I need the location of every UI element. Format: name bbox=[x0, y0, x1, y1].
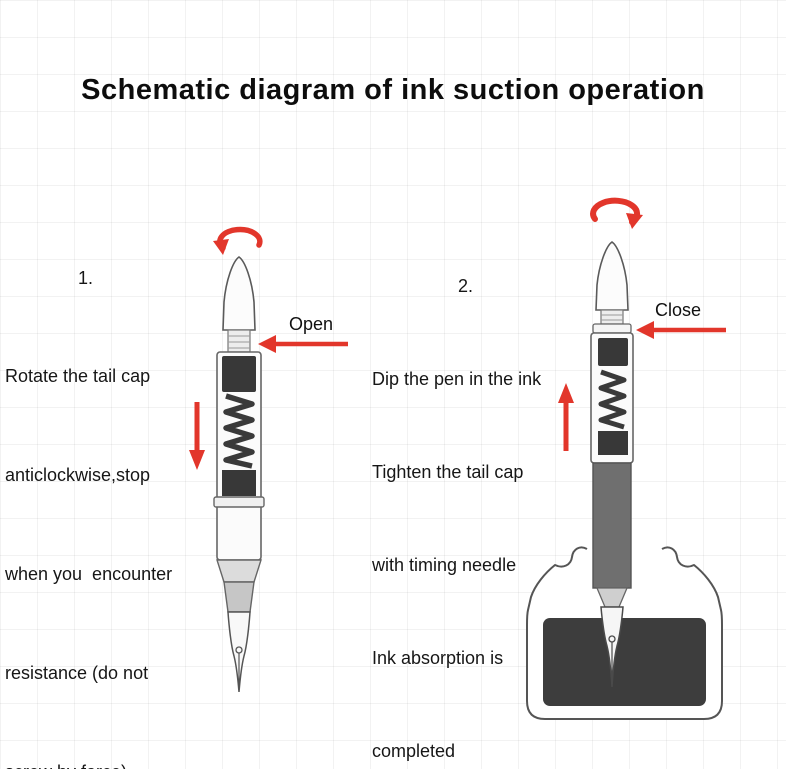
close-arrow-left-icon bbox=[636, 320, 728, 340]
step2-line: with timing needle bbox=[372, 555, 517, 575]
step2-text: Dip the pen in the ink Tighten the tail … bbox=[372, 302, 541, 769]
open-arrow-left-icon bbox=[258, 334, 350, 354]
step2-line: Ink absorption is bbox=[372, 648, 504, 668]
pen-in-ink-bottle-illustration bbox=[523, 235, 730, 735]
open-label: Open bbox=[289, 314, 334, 334]
step1-number: 1. bbox=[78, 268, 94, 288]
step2-line: Tighten the tail cap bbox=[372, 462, 524, 482]
step1-line: resistance (do not bbox=[5, 663, 149, 683]
step1-line: screw by force). bbox=[5, 756, 172, 769]
pen-open-illustration bbox=[193, 250, 285, 702]
step1-text: Rotate the tail cap anticlockwise,stop w… bbox=[5, 294, 172, 769]
close-label: Close bbox=[655, 300, 702, 320]
step1-line: when you encounter bbox=[5, 564, 173, 584]
arrow-down-icon bbox=[188, 400, 206, 472]
step2-line: completed bbox=[372, 741, 456, 761]
rotate-anticlockwise-icon bbox=[210, 221, 268, 257]
page-title: Schematic diagram of ink suction operati… bbox=[81, 74, 705, 106]
rotate-clockwise-icon bbox=[582, 194, 646, 232]
step1-line: Rotate the tail cap bbox=[5, 366, 151, 386]
step2-line: Dip the pen in the ink bbox=[372, 369, 542, 389]
step2-number: 2. bbox=[458, 276, 474, 296]
step1-line: anticlockwise,stop bbox=[5, 465, 151, 485]
arrow-up-icon bbox=[557, 383, 575, 453]
